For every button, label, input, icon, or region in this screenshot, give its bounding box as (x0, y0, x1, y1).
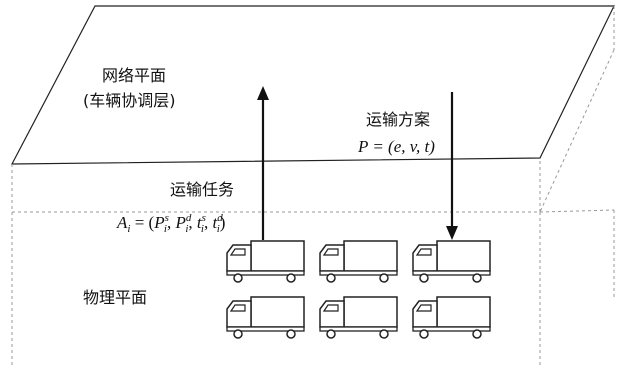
truck (226, 296, 305, 339)
upward-arrow-head (257, 86, 269, 100)
downward-arrow-head (446, 226, 458, 240)
transport-plan-label: 运输方案 (366, 110, 430, 129)
truck (226, 240, 305, 283)
network-plane-top (11, 5, 615, 165)
truck (319, 240, 398, 283)
truck-fleet (226, 240, 491, 339)
network-plane-title: 网络平面 (102, 66, 166, 85)
network-plane-subtitle: (车辆协调层) (83, 91, 176, 110)
truck (412, 240, 491, 283)
transport-task-label: 运输任务 (170, 180, 234, 199)
transport-plan-formula: P = (e, v, t) (357, 137, 435, 156)
network-plane-front (11, 158, 541, 213)
truck (319, 296, 398, 339)
truck (412, 296, 491, 339)
physical-plane-top-back (539, 209, 615, 213)
physical-plane-title: 物理平面 (83, 288, 147, 307)
